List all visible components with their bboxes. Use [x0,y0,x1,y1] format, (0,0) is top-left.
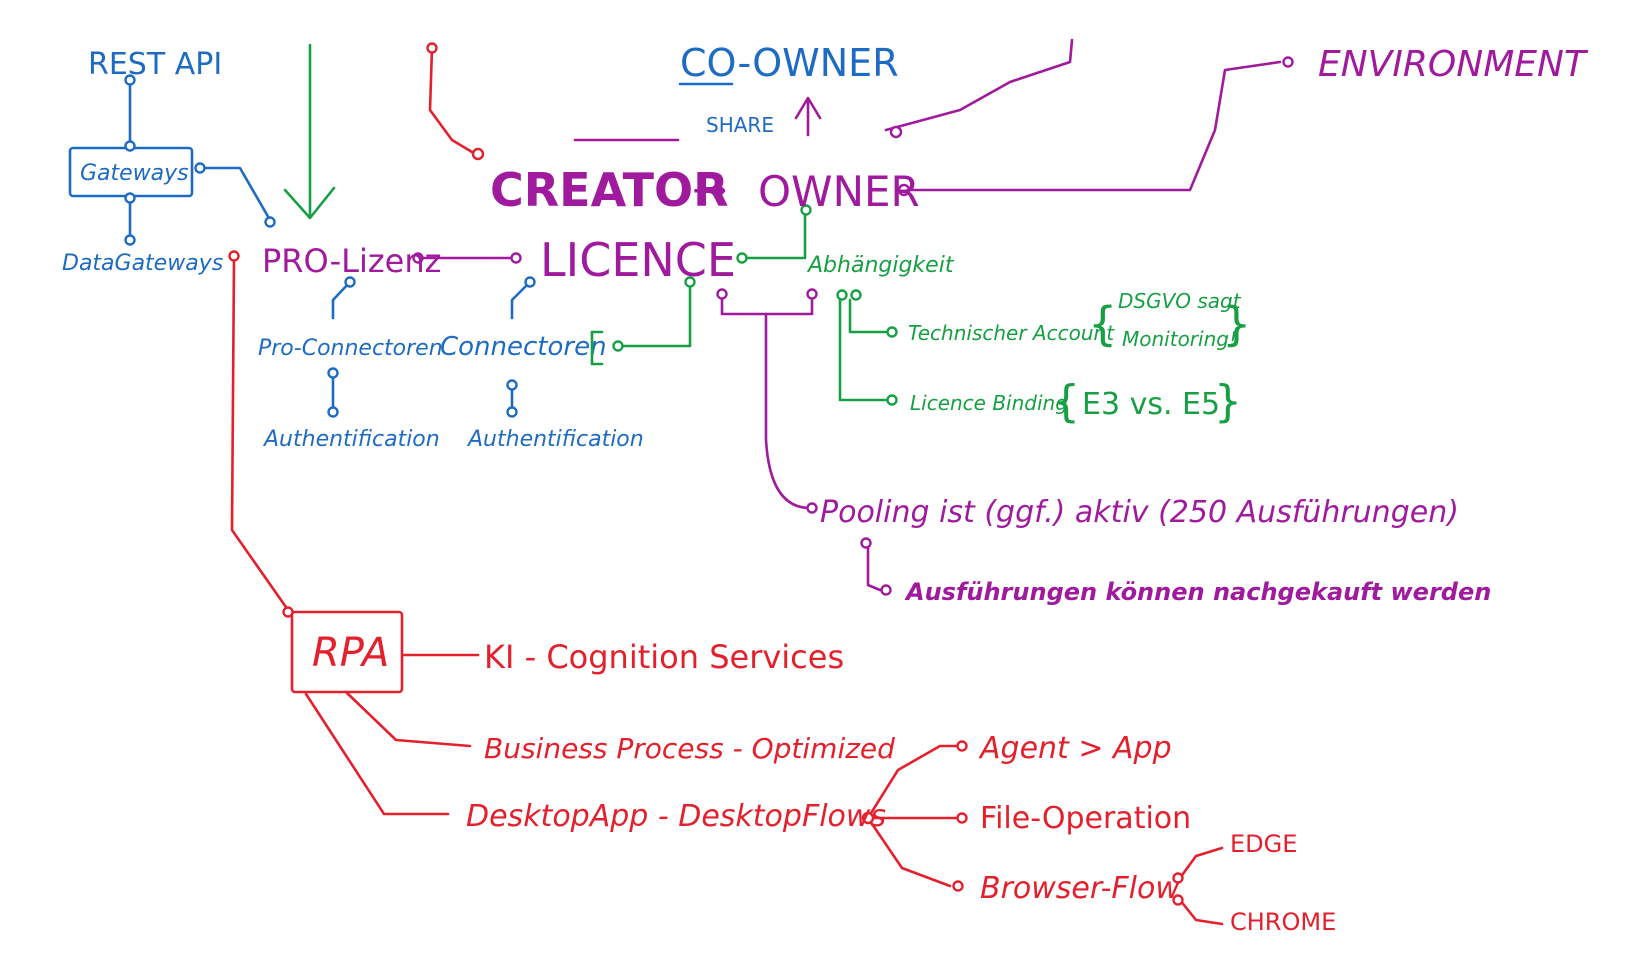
authentification-label: Authentification [466,427,644,452]
pro-authentification-label: Authentification [262,427,440,452]
abhaengigkeit-label: Abhängigkeit [806,253,955,278]
desktop-label: DesktopApp - DesktopFlows [466,799,886,834]
environment-label: ENVIRONMENT [1318,44,1589,85]
connectoren-label: Connectoren [440,332,607,362]
gateways-label: Gateways [80,161,189,186]
owner-label: OWNER [758,167,920,216]
pro-lizenz-label: PRO-Lizenz [262,242,441,280]
pooling-label: Pooling ist (ggf.) aktiv (250 Ausführung… [820,495,1459,530]
dsgvo-label: DSGVO sagt [1118,289,1242,313]
chrome-label: CHROME [1230,908,1336,936]
browser-flow-label: Browser-Flow [980,871,1180,906]
data-gateways-label: DataGateways [62,251,223,276]
ki-label: KI - Cognition Services [484,638,844,676]
purple-connectors [412,38,1294,596]
rpa-label: RPA [312,630,389,676]
creator-label: CREATOR [490,163,729,217]
blue-connectors [68,74,536,418]
monitoring-label: Monitoring! [1122,327,1237,351]
licence-label: LICENCE [540,233,736,287]
brace-right-1: } [1222,297,1251,351]
brace-left-2: { [1052,376,1080,427]
file-operation-label: File-Operation [980,801,1191,836]
brace-left-1: { [1088,297,1117,351]
creator-owner-arrow: → [692,165,727,214]
red-connectors [228,42,1224,926]
agent-label: Agent > App [978,731,1172,766]
share-label: SHARE [706,113,774,137]
pro-connectoren-label: Pro-Connectoren [258,336,443,361]
brace-right-2: } [1214,376,1242,427]
technischer-account-label: Technischer Account [908,321,1115,345]
e3-vs-e5-label: E3 vs. E5 [1082,387,1220,422]
edge-label: EDGE [1230,830,1297,858]
nachkaufen-label: Ausführungen können nachgekauft werden [904,578,1491,606]
co-owner-label: CO-OWNER [680,41,899,85]
rest-api-label: REST API [88,47,222,82]
licence-binding-label: Licence Binding [910,391,1068,415]
business-label: Business Process - Optimized [484,732,895,765]
green-connectors [283,43,898,406]
